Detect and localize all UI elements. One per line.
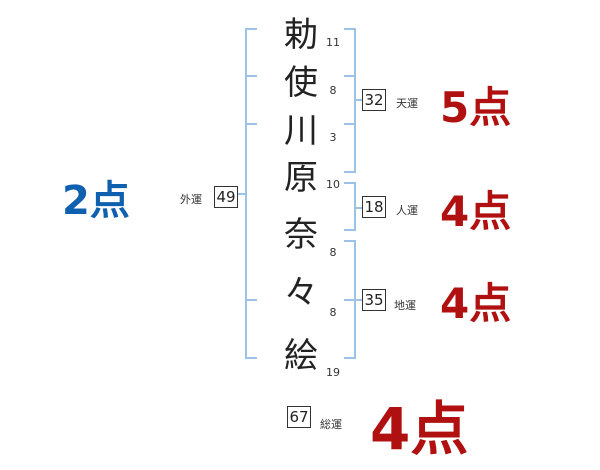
bracket-tick (344, 75, 356, 77)
name-char: 絵 (284, 336, 318, 376)
ten-connector (355, 99, 363, 101)
name-char: 々 (284, 273, 318, 313)
bracket-tick (344, 28, 356, 30)
bracket-tick (344, 240, 356, 242)
souun-value: 67 (287, 406, 311, 428)
bracket-tick (344, 229, 356, 231)
jinun-value: 18 (362, 196, 386, 218)
outer-bracket (245, 28, 247, 359)
bracket-tick (344, 357, 356, 359)
stroke-count: 3 (329, 131, 337, 144)
bracket-tick (344, 171, 356, 173)
tenun-score: 5点 (440, 83, 512, 132)
bracket-tick (245, 28, 257, 30)
jin-bracket (354, 182, 356, 231)
gaiun-score: 2点 (62, 178, 130, 224)
chiun-score: 4点 (440, 279, 512, 328)
tenun-value: 32 (362, 89, 386, 111)
bracket-tick (245, 357, 257, 359)
stroke-count: 8 (329, 84, 337, 97)
stroke-count: 11 (326, 36, 340, 49)
chiun-value: 35 (362, 289, 386, 311)
chiun-label: 地運 (394, 299, 416, 312)
stroke-count: 10 (326, 178, 340, 191)
bracket-tick (245, 75, 257, 77)
jinun-score: 4点 (440, 187, 512, 236)
name-char: 川 (284, 111, 318, 151)
stroke-count: 19 (326, 366, 340, 379)
gaiun-label: 外運 (180, 193, 202, 206)
jin-connector (355, 207, 363, 209)
bracket-tick (344, 123, 356, 125)
jinun-label: 人運 (396, 204, 418, 217)
name-char: 勅 (284, 15, 318, 55)
name-char: 奈 (284, 215, 318, 255)
name-char: 原 (284, 158, 318, 198)
stroke-count: 8 (329, 306, 337, 319)
outer-connector (238, 193, 246, 195)
bracket-tick (344, 182, 356, 184)
bracket-tick (344, 299, 356, 301)
bracket-tick (245, 123, 257, 125)
souun-score: 4点 (370, 395, 469, 463)
chi-connector (355, 299, 363, 301)
bracket-tick (245, 299, 257, 301)
stroke-count: 8 (329, 246, 337, 259)
souun-label: 総運 (320, 418, 342, 431)
name-char: 使 (284, 63, 318, 103)
gaiun-value: 49 (214, 186, 238, 208)
tenun-label: 天運 (396, 97, 418, 110)
